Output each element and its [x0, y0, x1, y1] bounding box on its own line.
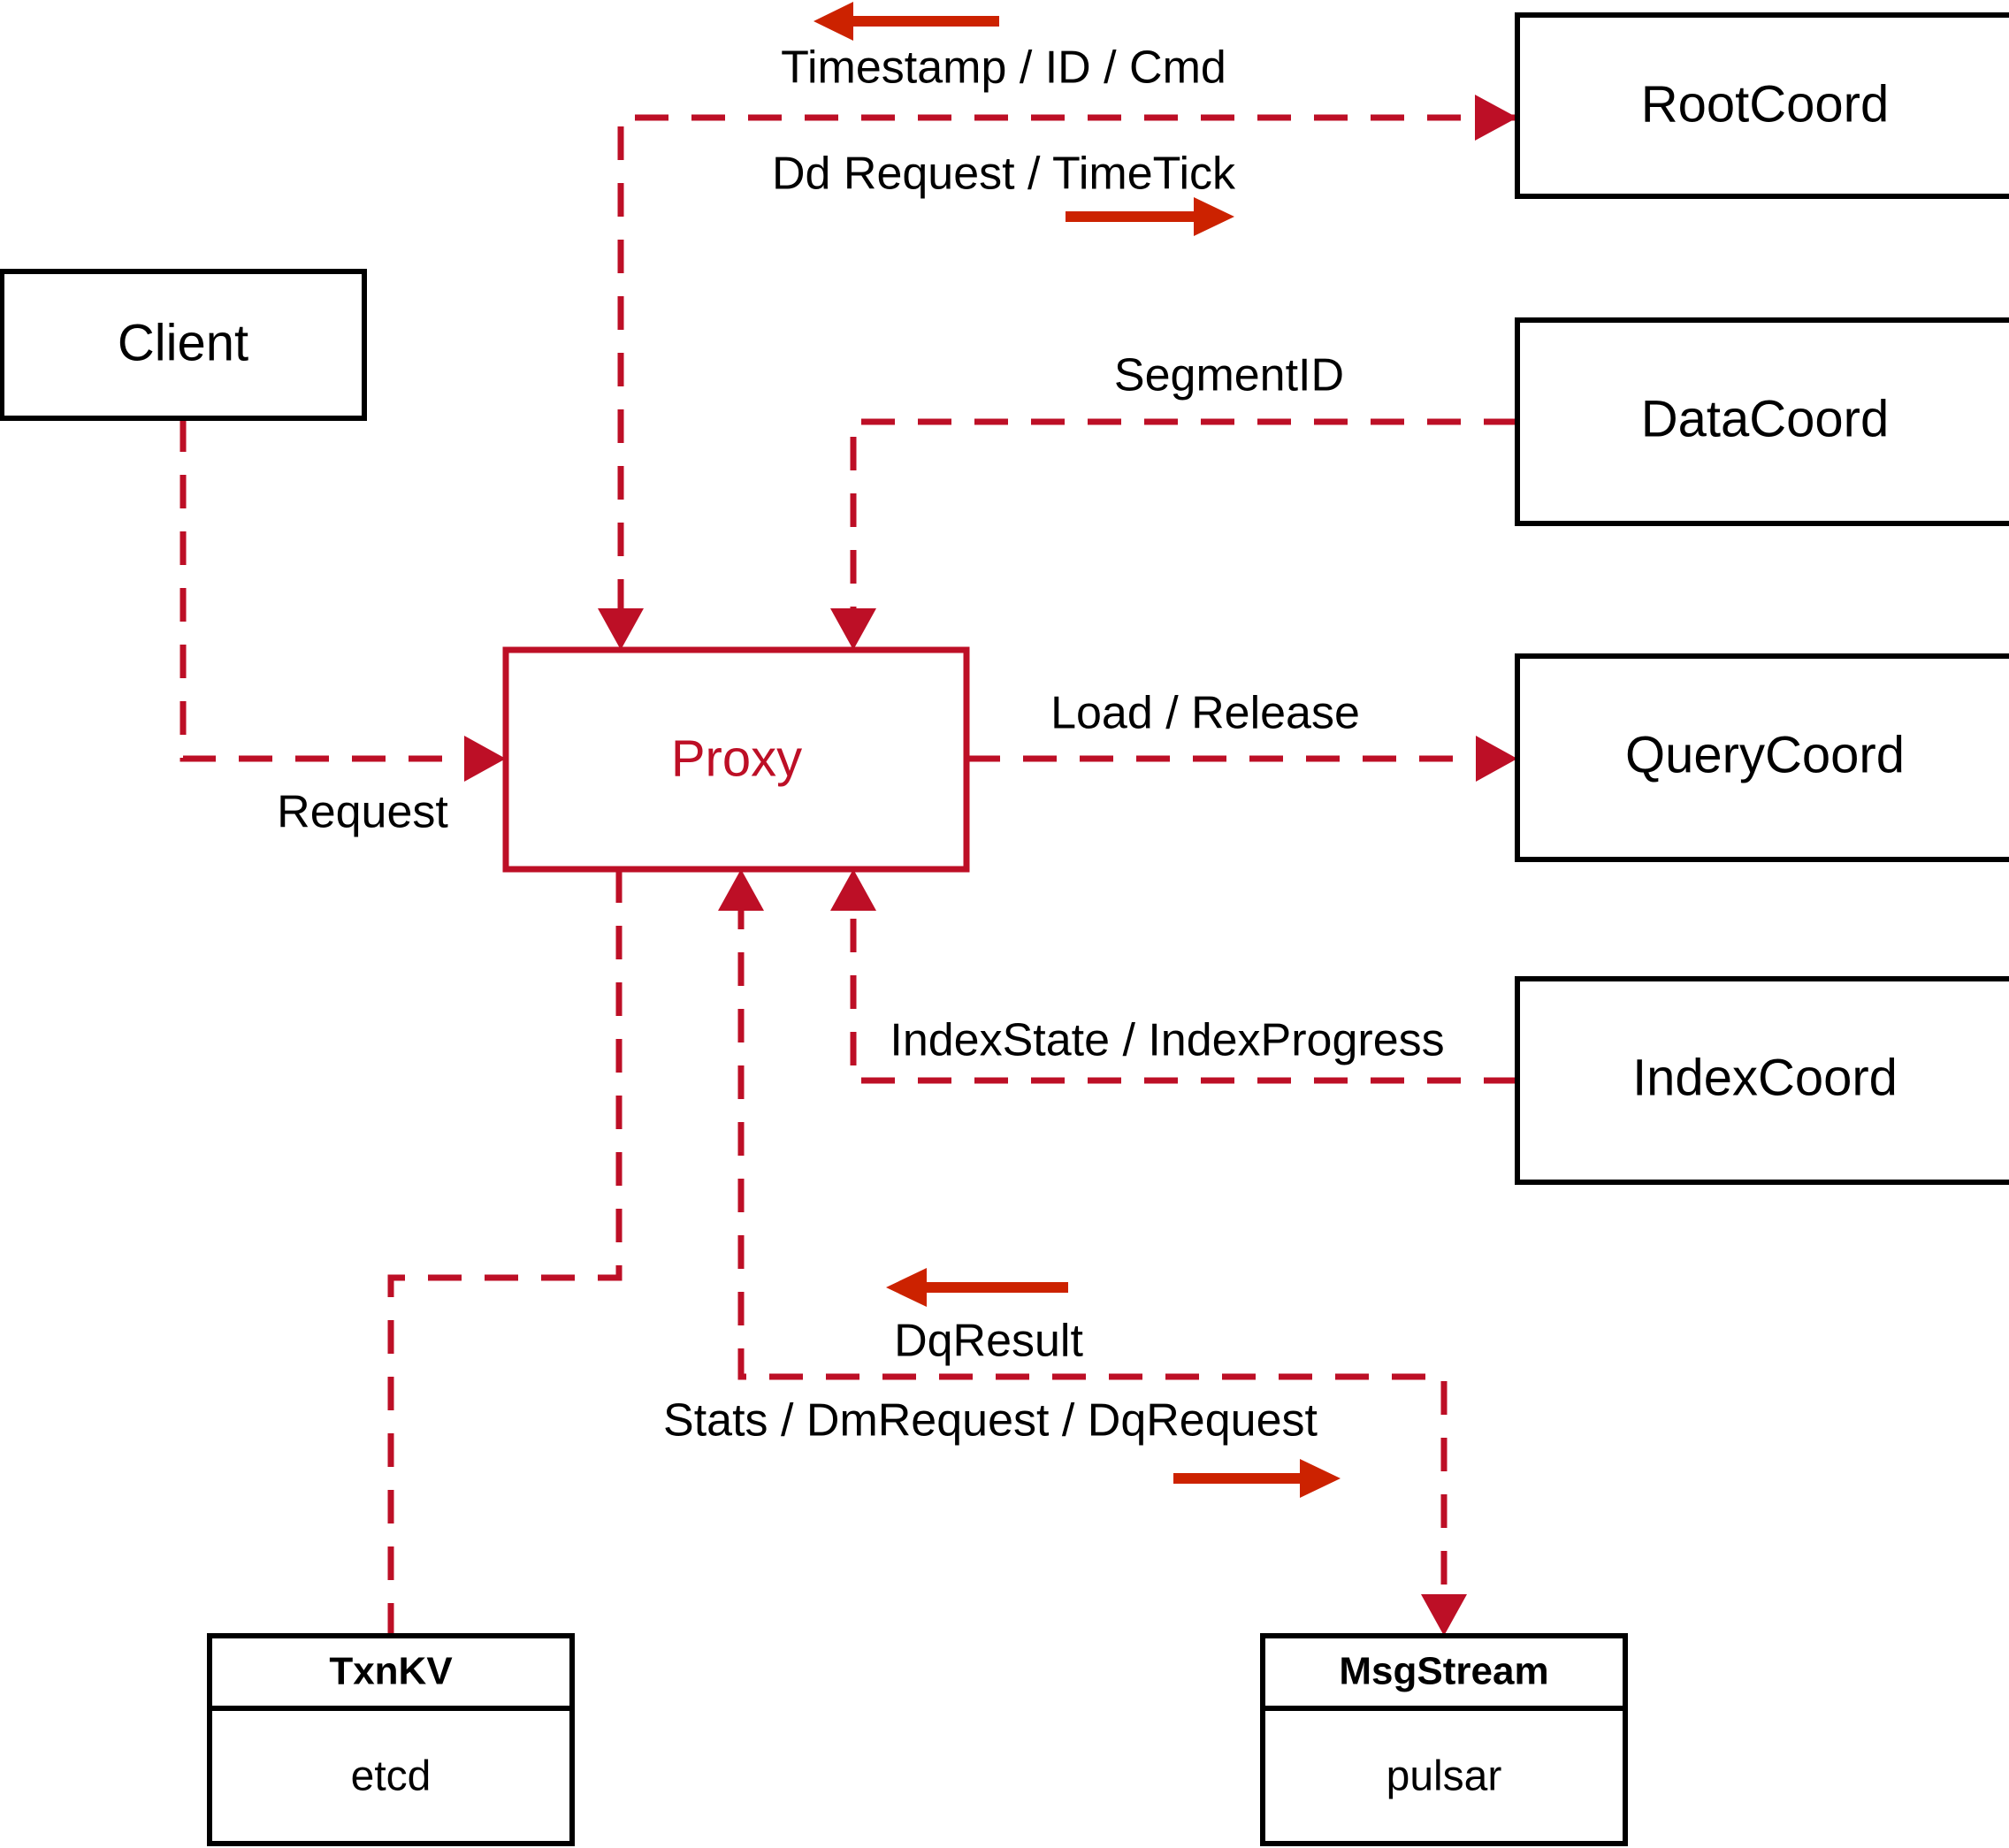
edge-label-stats-dm-dq-request: Stats / DmRequest / DqRequest	[663, 1395, 1318, 1447]
edge-proxy-txnkv	[387, 869, 623, 1636]
txnkv-title: TxnKV	[329, 1650, 453, 1693]
edge-client-proxy	[180, 418, 482, 762]
node-msgstream[interactable]: MsgStream pulsar	[1260, 1633, 1628, 1846]
edge-proxy-msgstream-arrowhead	[1421, 1594, 1467, 1636]
edge-msgstream-proxy-arrowhead	[718, 869, 764, 911]
txnkv-box[interactable]	[207, 1633, 575, 1846]
edge-label-load-release: Load / Release	[1050, 688, 1360, 739]
client-box[interactable]	[0, 269, 367, 421]
querycoord-box[interactable]	[1515, 653, 2009, 862]
direction-arrow-dqresult-left	[886, 1268, 1068, 1307]
edge-label-segmentid: SegmentID	[1114, 350, 1344, 401]
msgstream-title: MsgStream	[1339, 1650, 1548, 1693]
rootcoord-box[interactable]	[1515, 12, 2009, 199]
node-proxy[interactable]: Proxy	[502, 646, 970, 873]
edge-datacoord-proxy-arrowhead	[830, 608, 876, 650]
node-client[interactable]: Client	[0, 269, 367, 421]
direction-arrow-stats-right	[1173, 1459, 1341, 1498]
client-label: Client	[118, 314, 248, 371]
direction-arrow-ddrequest-right	[1066, 197, 1234, 236]
node-rootcoord[interactable]: RootCoord	[1515, 12, 2009, 199]
edge-proxy-msgstream	[737, 896, 1448, 1609]
indexcoord-box[interactable]	[1515, 976, 2009, 1185]
edge-indexcoord-proxy-arrowhead	[830, 869, 876, 911]
node-txnkv[interactable]: TxnKV etcd	[207, 1633, 575, 1846]
datacoord-label: DataCoord	[1641, 390, 1889, 447]
edge-client-proxy-arrowhead	[464, 736, 506, 782]
msgstream-box[interactable]	[1260, 1633, 1628, 1846]
edge-label-request: Request	[277, 787, 448, 838]
msgstream-impl-label: pulsar	[1386, 1753, 1502, 1800]
node-indexcoord[interactable]: IndexCoord	[1515, 976, 2009, 1185]
indexcoord-label: IndexCoord	[1632, 1049, 1898, 1106]
txnkv-impl-label: etcd	[351, 1753, 432, 1800]
edge-rootcoord-proxy-arrowhead	[598, 608, 644, 650]
edge-proxy-rootcoord-arrowhead	[1475, 95, 1517, 141]
node-querycoord[interactable]: QueryCoord	[1515, 653, 2009, 862]
datacoord-box[interactable]	[1515, 317, 2009, 526]
edge-proxy-querycoord-arrowhead	[1476, 736, 1517, 782]
querycoord-label: QueryCoord	[1625, 726, 1905, 783]
proxy-box[interactable]	[502, 646, 970, 873]
edge-label-timestamp-id-cmd: Timestamp / ID / Cmd	[781, 42, 1226, 94]
node-datacoord[interactable]: DataCoord	[1515, 317, 2009, 526]
edge-label-index-state-progress: IndexState / IndexProgress	[890, 1015, 1444, 1066]
rootcoord-label: RootCoord	[1641, 75, 1889, 133]
proxy-label: Proxy	[671, 729, 802, 787]
edge-label-dqresult: DqResult	[894, 1316, 1083, 1367]
direction-arrow-timestamp-left	[814, 2, 999, 41]
edge-rootcoord-proxy	[617, 114, 1517, 623]
edge-datacoord-proxy	[850, 418, 1517, 623]
edge-label-dd-request-timetick: Dd Request / TimeTick	[772, 149, 1236, 200]
